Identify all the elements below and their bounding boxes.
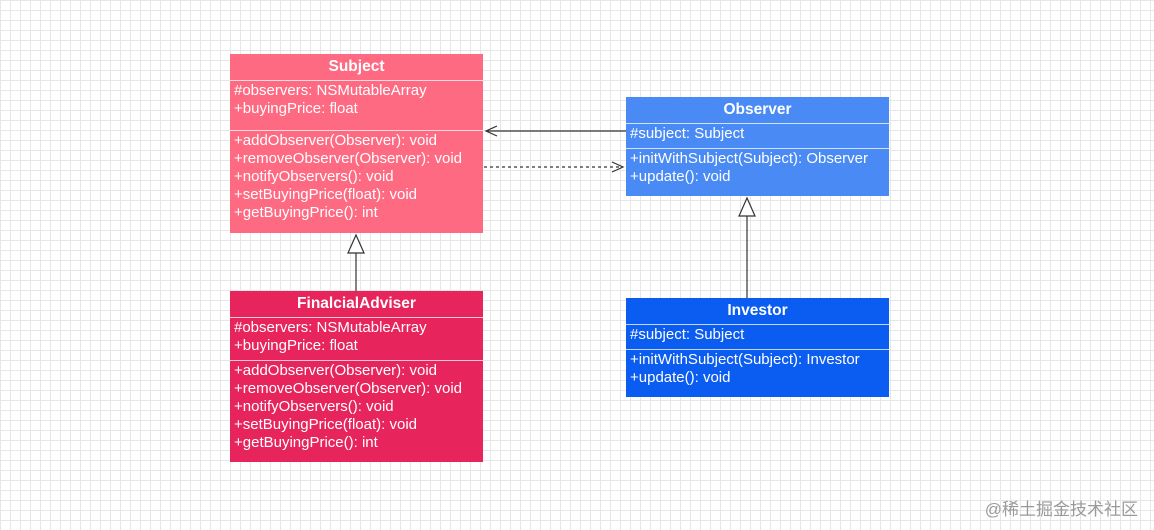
- observer-to-subject-association: [484, 125, 626, 137]
- method: +setBuyingPrice(float): void: [234, 416, 418, 433]
- attribute: #observers: NSMutableArray: [234, 319, 427, 336]
- method: +notifyObservers(): void: [234, 168, 394, 185]
- investor-class-box[interactable]: Investor #subject: Subject +initWithSubj…: [626, 298, 889, 397]
- subject-to-observer-dependency: [484, 161, 625, 173]
- investor-to-observer-generalization: [738, 196, 756, 298]
- attributes-section: #subject: Subject: [626, 124, 889, 149]
- method: +addObserver(Observer): void: [234, 132, 437, 149]
- method: +notifyObservers(): void: [234, 398, 394, 415]
- method: +setBuyingPrice(float): void: [234, 186, 418, 203]
- attribute: #observers: NSMutableArray: [234, 82, 427, 99]
- method: +removeObserver(Observer): void: [234, 150, 462, 167]
- attribute: #subject: Subject: [630, 326, 745, 343]
- method: +initWithSubject(Subject): Observer: [630, 150, 869, 167]
- methods-section: +addObserver(Observer): void +removeObse…: [230, 131, 483, 224]
- subject-class-box[interactable]: Subject #observers: NSMutableArray +buyi…: [230, 54, 483, 233]
- attributes-section: #subject: Subject: [626, 325, 889, 350]
- class-title: FinalcialAdviser: [230, 291, 483, 318]
- class-title: Subject: [230, 54, 483, 81]
- method: +getBuyingPrice(): int: [234, 434, 378, 451]
- class-title: Investor: [626, 298, 889, 325]
- attributes-section: #observers: NSMutableArray +buyingPrice:…: [230, 318, 483, 361]
- observer-class-box[interactable]: Observer #subject: Subject +initWithSubj…: [626, 97, 889, 196]
- class-title: Observer: [626, 97, 889, 124]
- attribute: #subject: Subject: [630, 125, 745, 142]
- methods-section: +addObserver(Observer): void +removeObse…: [230, 361, 483, 454]
- attribute: +buyingPrice: float: [234, 337, 358, 354]
- methods-section: +initWithSubject(Subject): Investor +upd…: [626, 350, 889, 389]
- watermark: @稀土掘金技术社区: [984, 500, 1138, 519]
- attribute: +buyingPrice: float: [234, 100, 358, 117]
- method: +addObserver(Observer): void: [234, 362, 437, 379]
- method: +initWithSubject(Subject): Investor: [630, 351, 860, 368]
- methods-section: +initWithSubject(Subject): Observer +upd…: [626, 149, 889, 188]
- attributes-section: #observers: NSMutableArray +buyingPrice:…: [230, 81, 483, 131]
- financial-adviser-class-box[interactable]: FinalcialAdviser #observers: NSMutableAr…: [230, 291, 483, 462]
- method: +update(): void: [630, 369, 731, 386]
- method: +getBuyingPrice(): int: [234, 204, 378, 221]
- method: +update(): void: [630, 168, 731, 185]
- advisor-to-subject-generalization: [347, 233, 365, 291]
- method: +removeObserver(Observer): void: [234, 380, 462, 397]
